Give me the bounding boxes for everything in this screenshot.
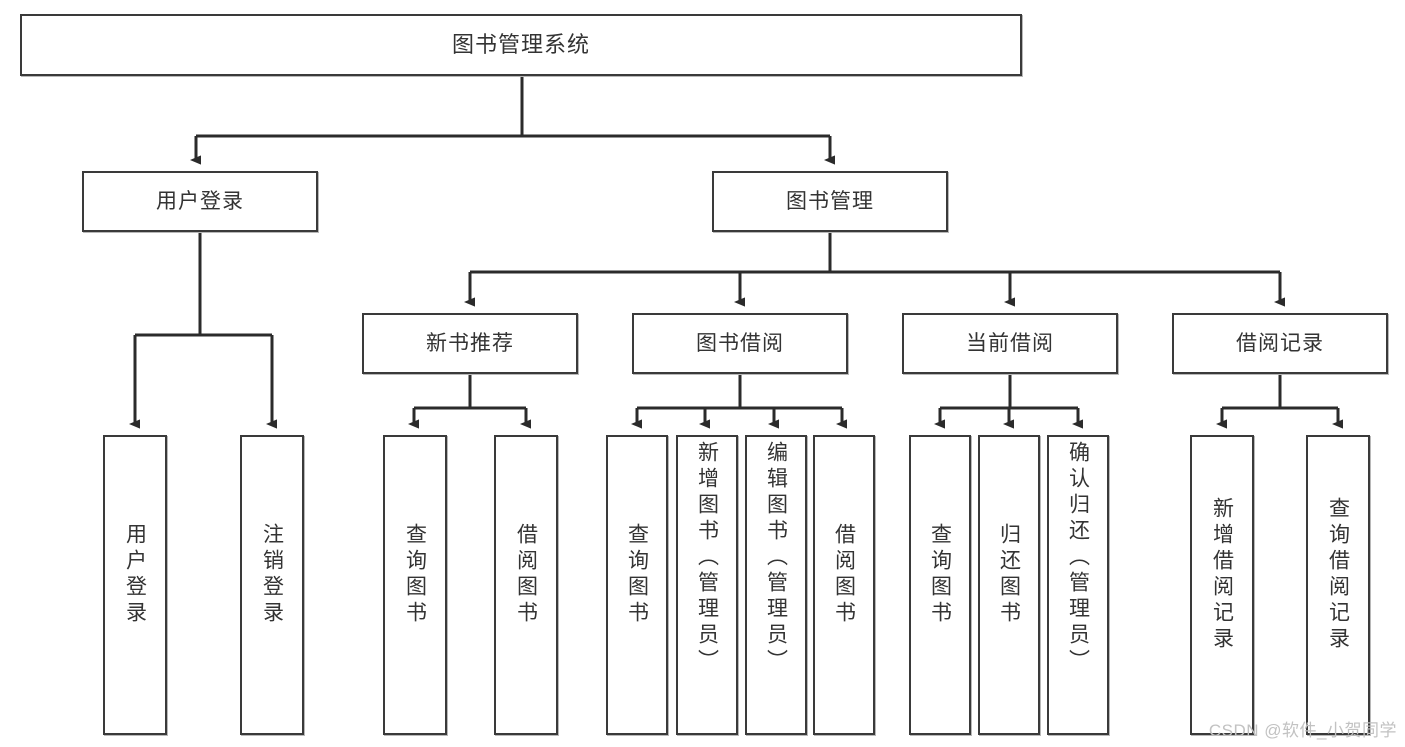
node-label: 图书管理系统 (451, 31, 590, 57)
node-label: 归还图书 (997, 523, 1021, 627)
node-label: 用户登录 (156, 189, 244, 213)
leaf-new-book-borrow[interactable]: 借阅图书 (494, 435, 558, 735)
node-label: 借阅记录 (1236, 331, 1324, 355)
node-borrow-record[interactable]: 借阅记录 (1172, 313, 1388, 374)
leaf-book-borrow-borrow[interactable]: 借阅图书 (813, 435, 875, 735)
node-label: 用户登录 (123, 523, 147, 627)
node-label: 图书借阅 (696, 331, 784, 355)
leaf-user-login-logout[interactable]: 注销登录 (240, 435, 304, 735)
node-label: 编辑图书（管理员） (764, 441, 788, 675)
node-label: 新增借阅记录 (1210, 497, 1234, 653)
leaf-user-login-login[interactable]: 用户登录 (103, 435, 167, 735)
leaf-current-borrow-return[interactable]: 归还图书 (978, 435, 1040, 735)
leaf-book-borrow-add[interactable]: 新增图书（管理员） (676, 435, 738, 735)
node-label: 查询图书 (403, 523, 427, 627)
leaf-record-add[interactable]: 新增借阅记录 (1190, 435, 1254, 735)
node-label: 图书管理 (786, 189, 874, 213)
leaf-new-book-query[interactable]: 查询图书 (383, 435, 447, 735)
watermark-text: CSDN @软件_小贺同学 (1208, 721, 1397, 740)
node-label: 查询图书 (625, 523, 649, 627)
node-label: 注销登录 (260, 523, 284, 627)
node-label: 借阅图书 (514, 523, 538, 627)
node-label: 确认归还（管理员） (1066, 441, 1090, 675)
node-book-management[interactable]: 图书管理 (712, 171, 948, 232)
node-label: 新增图书（管理员） (695, 441, 719, 675)
node-label: 查询图书 (928, 523, 952, 627)
leaf-book-borrow-edit[interactable]: 编辑图书（管理员） (745, 435, 807, 735)
node-label: 查询借阅记录 (1326, 497, 1350, 653)
node-current-borrow[interactable]: 当前借阅 (902, 313, 1118, 374)
node-label: 新书推荐 (426, 331, 514, 355)
node-user-login[interactable]: 用户登录 (82, 171, 318, 232)
leaf-current-borrow-confirm[interactable]: 确认归还（管理员） (1047, 435, 1109, 735)
leaf-record-query[interactable]: 查询借阅记录 (1306, 435, 1370, 735)
node-label: 借阅图书 (832, 523, 856, 627)
node-new-book-recommend[interactable]: 新书推荐 (362, 313, 578, 374)
leaf-current-borrow-query[interactable]: 查询图书 (909, 435, 971, 735)
leaf-book-borrow-query[interactable]: 查询图书 (606, 435, 668, 735)
node-book-borrow[interactable]: 图书借阅 (632, 313, 848, 374)
node-root-system[interactable]: 图书管理系统 (20, 14, 1022, 76)
node-label: 当前借阅 (966, 331, 1054, 355)
